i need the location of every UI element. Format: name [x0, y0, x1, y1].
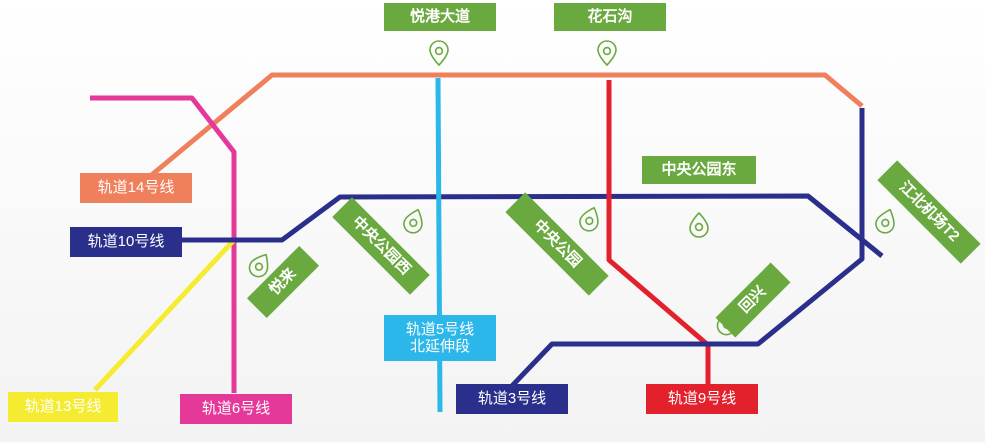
line-10-route — [180, 193, 884, 258]
line-3-label: 轨道3号线 — [456, 384, 568, 414]
location-pin-icon — [875, 208, 895, 234]
line-9-label: 轨道9号线 — [646, 384, 758, 414]
station-yuegang: 悦港大道 — [384, 3, 496, 31]
line-5-label: 轨道5号线 北延伸段 — [384, 315, 496, 361]
location-pin-icon — [403, 208, 423, 234]
location-pin-icon — [689, 212, 709, 238]
location-pin-icon — [579, 206, 599, 232]
line-6-label: 轨道6号线 — [180, 394, 292, 424]
station-zhongyang-east: 中央公园东 — [642, 156, 756, 184]
line-5-label-extension: 北延伸段 — [409, 338, 470, 355]
line-14-route — [146, 72, 864, 180]
line-3-route — [508, 108, 865, 390]
station-huashigou: 花石沟 — [554, 3, 666, 31]
line-13-label: 轨道13号线 — [8, 392, 118, 422]
line-6-route — [90, 95, 237, 393]
line-5-label-name: 轨道5号线 — [405, 320, 475, 338]
line-14-label: 轨道14号线 — [80, 173, 192, 203]
line-13-route — [93, 238, 236, 392]
line-9-route — [606, 80, 711, 392]
location-pin-icon — [597, 40, 617, 66]
line-5-route — [435, 77, 443, 413]
line-10-label: 轨道10号线 — [70, 227, 182, 257]
location-pin-icon — [429, 40, 449, 66]
location-pin-icon — [248, 253, 269, 278]
